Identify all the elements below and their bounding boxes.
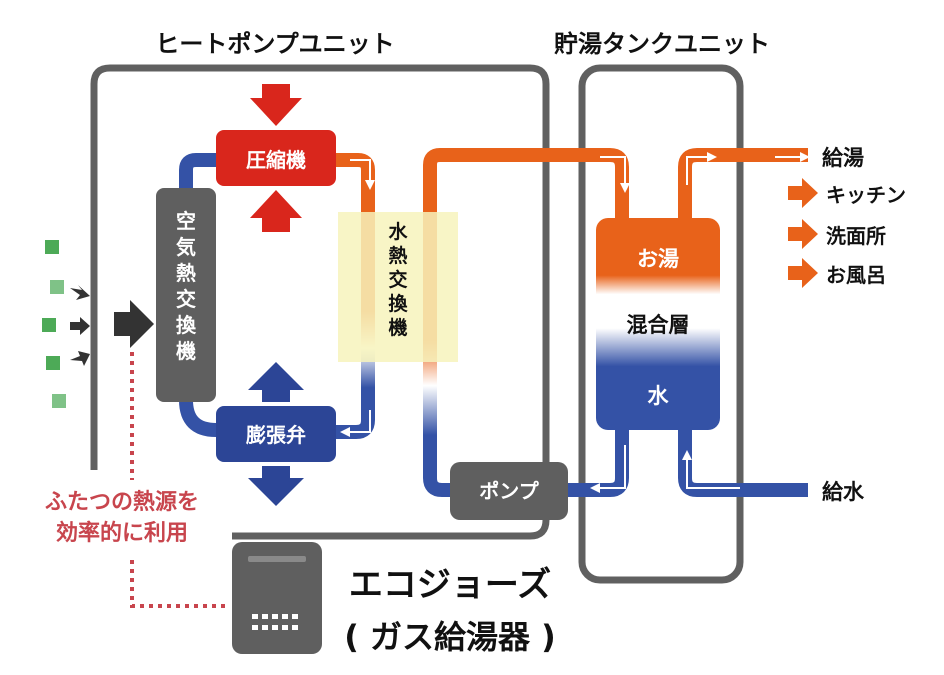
compressor-label: 圧縮機 <box>246 148 306 172</box>
svg-text:熱: 熱 <box>388 244 407 267</box>
water-heat-exchanger <box>338 212 458 362</box>
hot-water-supply-label: 給湯 <box>822 146 864 170</box>
heat-pump-unit-title: ヒートポンプユニット <box>155 30 394 58</box>
refrigerant-pipe-cold-left <box>179 153 242 437</box>
compressor-arrow-up <box>250 190 302 232</box>
gas-heater-subtitle: ( ガス給湯器 ) <box>344 618 556 656</box>
svg-text:空: 空 <box>176 209 196 233</box>
air-heat-exchanger <box>156 188 216 402</box>
expansion-valve-arrow-down <box>248 466 304 506</box>
storage-tank <box>596 218 720 430</box>
air-intake-arrow <box>114 300 154 348</box>
pump <box>450 462 568 520</box>
note-line-2: 効率的に利用 <box>56 520 188 546</box>
tank-hot-water-label: お湯 <box>637 247 679 271</box>
storage-tank-unit-title: 貯湯タンクユニット <box>554 30 770 58</box>
svg-text:交: 交 <box>176 287 196 311</box>
gas-water-heater-vents <box>252 614 298 630</box>
cold-water-supply-pipe <box>678 420 808 497</box>
water-pipe-hot-to-tank <box>423 148 629 300</box>
svg-text:水: 水 <box>388 221 408 243</box>
dual-heat-source-link <box>130 352 226 608</box>
svg-text:気: 気 <box>176 235 196 259</box>
svg-text:交: 交 <box>388 268 407 291</box>
flow-markers <box>340 152 810 493</box>
svg-text:機: 機 <box>176 339 196 363</box>
svg-text:熱: 熱 <box>176 261 196 285</box>
outside-air-particles <box>42 240 66 408</box>
note-line-1: ふたつの熱源を <box>45 489 199 515</box>
outside-air-arrows <box>70 285 90 366</box>
destination-kitchen: キッチン <box>826 183 906 207</box>
svg-text:機: 機 <box>388 316 407 339</box>
water-pipe-tank-to-pump <box>560 420 629 497</box>
gas-water-heater-panel <box>248 556 306 562</box>
destination-bath: お風呂 <box>826 263 886 287</box>
destination-arrows <box>788 178 818 288</box>
tank-water-label: 水 <box>648 384 670 408</box>
pump-label: ポンプ <box>479 479 539 503</box>
svg-text:換: 換 <box>176 313 197 337</box>
water-pipe-through-exchanger <box>423 215 460 497</box>
compressor <box>216 130 336 186</box>
gas-heater-name: エコジョーズ <box>349 565 551 605</box>
expansion-valve-arrow-up <box>248 362 304 402</box>
expansion-valve <box>216 406 336 462</box>
heat-pump-unit-outline <box>90 64 550 540</box>
compressor-arrow-down <box>250 84 302 126</box>
air-heat-exchanger-label: 空 気 熱 交 換 機 <box>176 209 197 363</box>
destination-washroom: 洗面所 <box>826 224 886 248</box>
storage-tank-unit-outline <box>578 64 744 584</box>
water-heat-exchanger-label: 水 熱 交 換 機 <box>388 221 408 339</box>
svg-text:換: 換 <box>388 292 408 315</box>
expansion-valve-label: 膨張弁 <box>245 423 306 447</box>
water-supply-label: 給水 <box>822 480 865 504</box>
tank-mixed-layer-label: 混合層 <box>627 313 690 337</box>
